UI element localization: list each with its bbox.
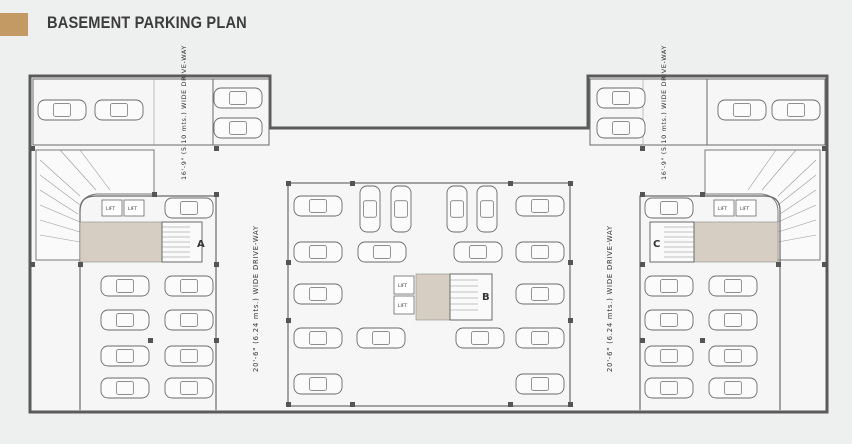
stair-c: C: [649, 221, 695, 263]
structural-columns: [30, 146, 827, 407]
parked-car: [644, 197, 694, 219]
parked-car: [515, 241, 565, 263]
parked-car: [708, 275, 758, 297]
parked-car: [37, 99, 87, 121]
lift-label: LIFT: [398, 283, 407, 289]
parked-car: [708, 345, 758, 367]
parked-car: [293, 373, 343, 395]
parked-car: [94, 99, 144, 121]
parked-car: [213, 87, 263, 109]
driveway-label-left-main: 20'-6" (6.24 mts.) WIDE DRIVE-WAY: [252, 225, 260, 372]
lifts-a: LIFT LIFT: [101, 199, 145, 217]
parked-car: [164, 275, 214, 297]
driveway-label-right-main: 20'-6" (6.24 mts.) WIDE DRIVE-WAY: [606, 225, 614, 372]
parked-car: [644, 377, 694, 399]
parked-car: [596, 87, 646, 109]
lift-label: LIFT: [398, 303, 407, 309]
center-block: [287, 182, 571, 407]
core-a-label: A: [197, 239, 205, 250]
parked-car: [515, 327, 565, 349]
parked-car: [644, 345, 694, 367]
parked-car: [100, 377, 150, 399]
parked-car: [164, 377, 214, 399]
parked-car: [100, 275, 150, 297]
parked-car: [100, 345, 150, 367]
parked-car: [213, 117, 263, 139]
parked-car: [708, 377, 758, 399]
parked-car: [476, 185, 498, 233]
lift-label: LIFT: [106, 206, 115, 212]
parked-car: [164, 345, 214, 367]
parked-car: [515, 283, 565, 305]
parked-car: [708, 309, 758, 331]
lift-label: LIFT: [740, 206, 749, 212]
core-c-label: C: [653, 239, 660, 250]
parked-car: [644, 275, 694, 297]
parked-car: [293, 327, 343, 349]
parked-car: [293, 283, 343, 305]
header-accent-bar: [0, 13, 28, 36]
stair-b: B: [449, 273, 493, 321]
driveway-label-top-left: 16'-9" (5.10 mts.) WIDE DRIVE-WAY: [180, 45, 188, 180]
right-wing-block: [639, 195, 781, 410]
parked-car: [446, 185, 468, 233]
stair-a: A: [161, 221, 205, 263]
lifts-c: LIFT LIFT: [713, 199, 757, 217]
parked-car: [596, 117, 646, 139]
core-b-label: B: [482, 292, 490, 303]
lifts-b: LIFT LIFT: [393, 275, 415, 315]
lobby-a: [79, 221, 163, 263]
parked-car: [164, 197, 214, 219]
parked-car: [717, 99, 767, 121]
parked-car: [357, 241, 407, 263]
left-wing-block: [79, 195, 217, 410]
parking-spaces: [37, 87, 821, 399]
lobby-c: [693, 221, 779, 263]
parked-car: [455, 327, 505, 349]
parked-car: [293, 241, 343, 263]
parked-car: [293, 195, 343, 217]
parked-car: [359, 185, 381, 233]
parked-car: [453, 241, 503, 263]
parked-car: [771, 99, 821, 121]
lift-label: LIFT: [718, 206, 727, 212]
building-outline: [28, 74, 829, 414]
lobby-b: [415, 273, 451, 321]
parked-car: [390, 185, 412, 233]
parked-car: [644, 309, 694, 331]
driveway-label-top-right: 16'-9" (5.10 mts.) WIDE DRIVE-WAY: [660, 45, 668, 180]
parked-car: [164, 309, 214, 331]
parked-car: [515, 195, 565, 217]
page-title: BASEMENT PARKING PLAN: [47, 13, 247, 32]
lift-label: LIFT: [128, 206, 137, 212]
top-left-parking-bay: [32, 78, 270, 146]
parked-car: [100, 309, 150, 331]
parked-car: [515, 373, 565, 395]
parked-car: [356, 327, 406, 349]
